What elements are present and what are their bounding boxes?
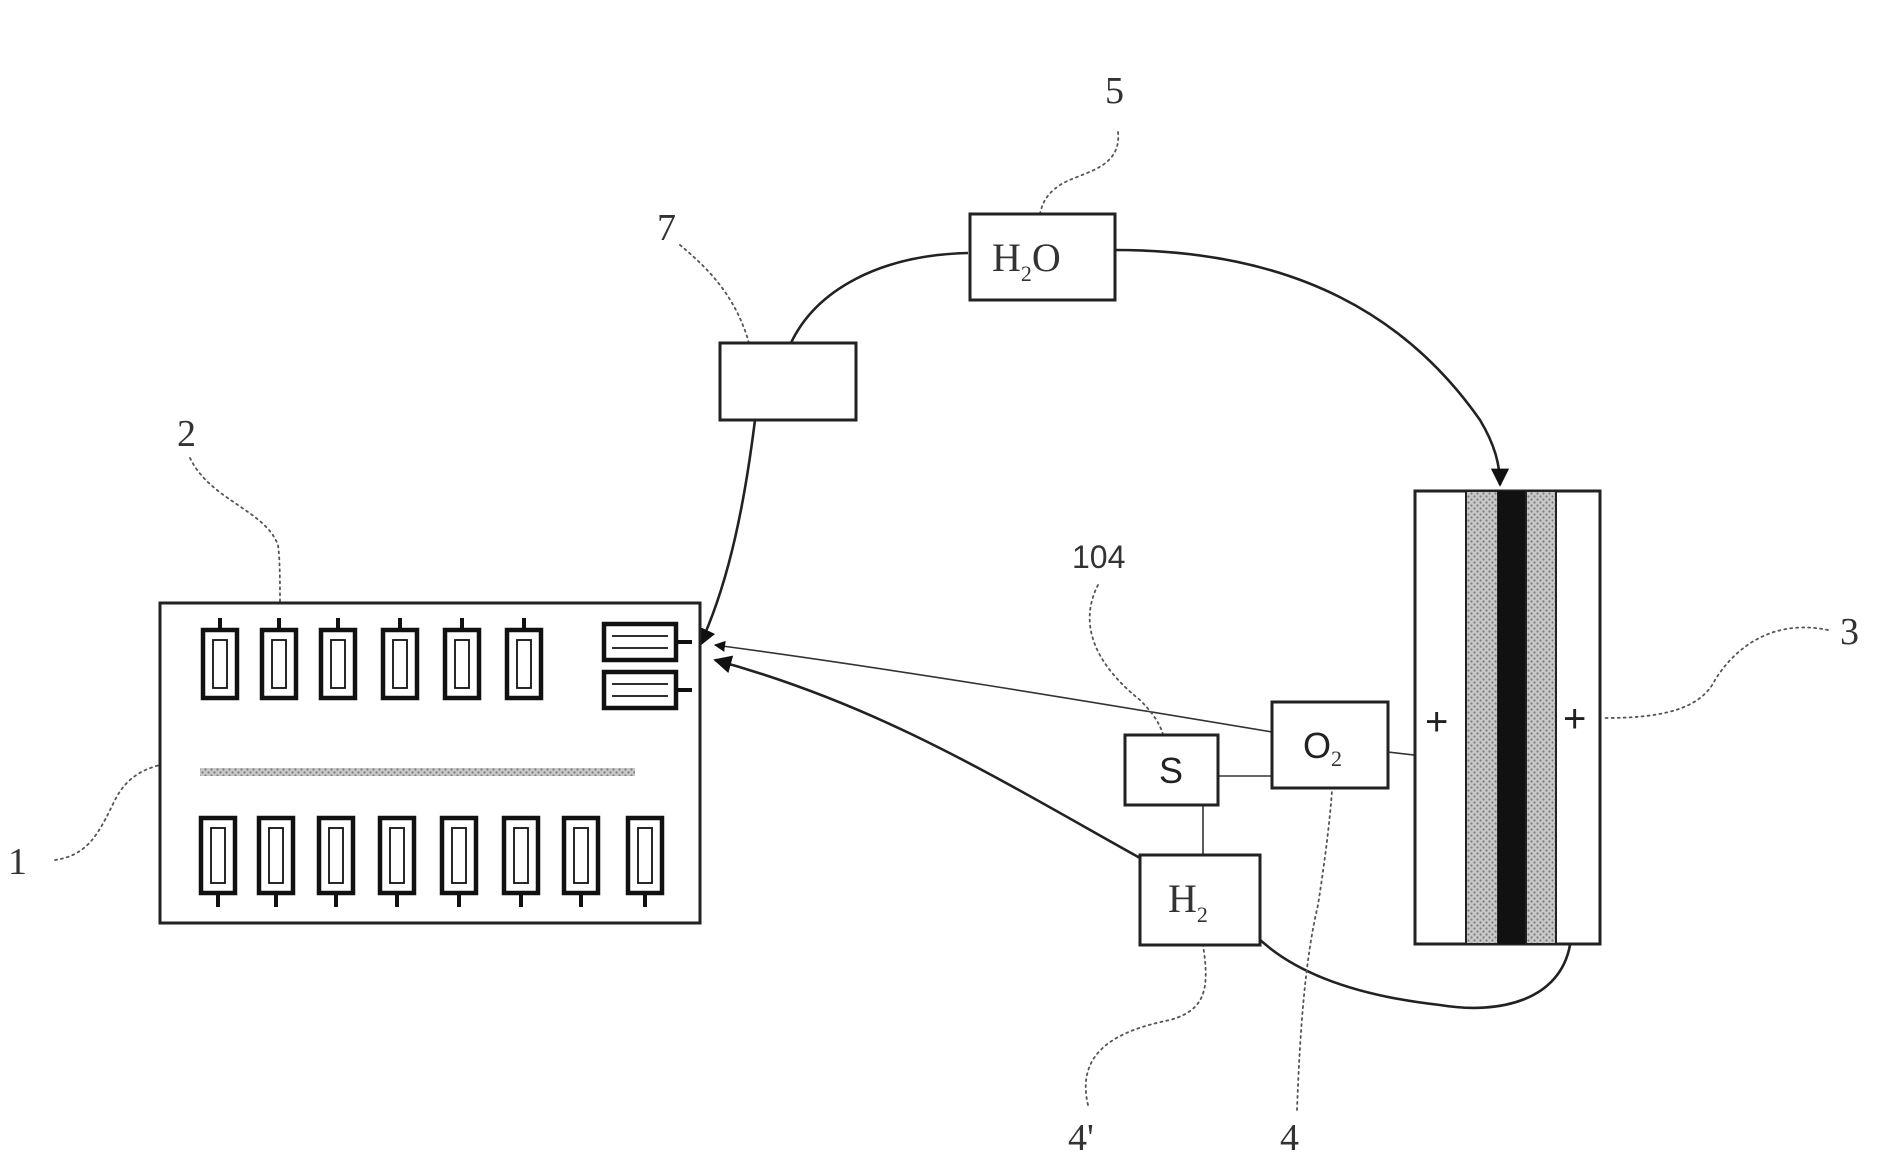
leader-2 <box>190 458 280 610</box>
leader-1 <box>55 765 160 860</box>
cell-lower-4 <box>380 818 414 907</box>
box-7 <box>720 343 856 420</box>
leader-3 <box>1605 627 1828 718</box>
cell-lower-1 <box>201 818 235 907</box>
hydrogen-store-box: H2 <box>1140 855 1260 945</box>
water-tank-box: H2O <box>970 214 1115 300</box>
box7-to-vehicle-line <box>700 420 755 645</box>
leader-104 <box>1090 585 1165 748</box>
membrane-layer <box>1498 491 1526 944</box>
ref-label-4prime: 4' <box>1068 1117 1094 1159</box>
oxygen-to-vehicle-line <box>715 645 1272 732</box>
oxygen-store-box: O2 <box>1272 702 1388 788</box>
electrolyser-to-hydrogen-line <box>1255 935 1570 1008</box>
sensor-label: S <box>1159 750 1183 791</box>
ref-label-5: 5 <box>1105 70 1124 112</box>
water-to-electrolyser-line <box>1115 250 1500 485</box>
electrolyser-left-sign: + <box>1425 700 1448 744</box>
cell-upper-5 <box>445 618 479 698</box>
leader-5 <box>1040 132 1118 214</box>
cell-upper-3 <box>321 618 355 698</box>
cell-lower-8 <box>628 818 662 907</box>
cell-lower-2 <box>259 818 293 907</box>
vehicle-divider <box>200 768 635 776</box>
cell-upper-2 <box>262 618 296 698</box>
hydrogen-to-vehicle-line <box>715 660 1140 858</box>
box7-to-water-line <box>790 253 968 345</box>
ref-label-2: 2 <box>177 413 196 455</box>
leader-4 <box>1297 790 1332 1110</box>
ref-label-3: 3 <box>1840 611 1859 653</box>
hydrogen-store-frame <box>1140 855 1260 945</box>
electrolyser-right-sign: + <box>1563 697 1586 741</box>
leader-7 <box>680 245 752 355</box>
leader-4prime <box>1086 945 1206 1105</box>
vehicle-panel <box>160 603 700 923</box>
cell-lower-6 <box>504 818 538 907</box>
ref-label-1: 1 <box>8 841 27 883</box>
cell-upper-4 <box>383 618 417 698</box>
cell-upper-6 <box>507 618 541 698</box>
cell-lower-3 <box>319 818 353 907</box>
ref-label-104: 104 <box>1072 539 1125 575</box>
ref-label-7: 7 <box>657 207 676 249</box>
cell-lower-5 <box>442 818 476 907</box>
right-electrode-layer <box>1526 491 1556 944</box>
electrolyser-stack: + + <box>1415 491 1600 944</box>
cell-upper-1 <box>203 618 237 698</box>
ref-label-4: 4 <box>1280 1117 1299 1159</box>
left-electrode-layer <box>1466 491 1498 944</box>
cell-lower-7 <box>564 818 598 907</box>
sensor-box: S <box>1125 735 1218 805</box>
